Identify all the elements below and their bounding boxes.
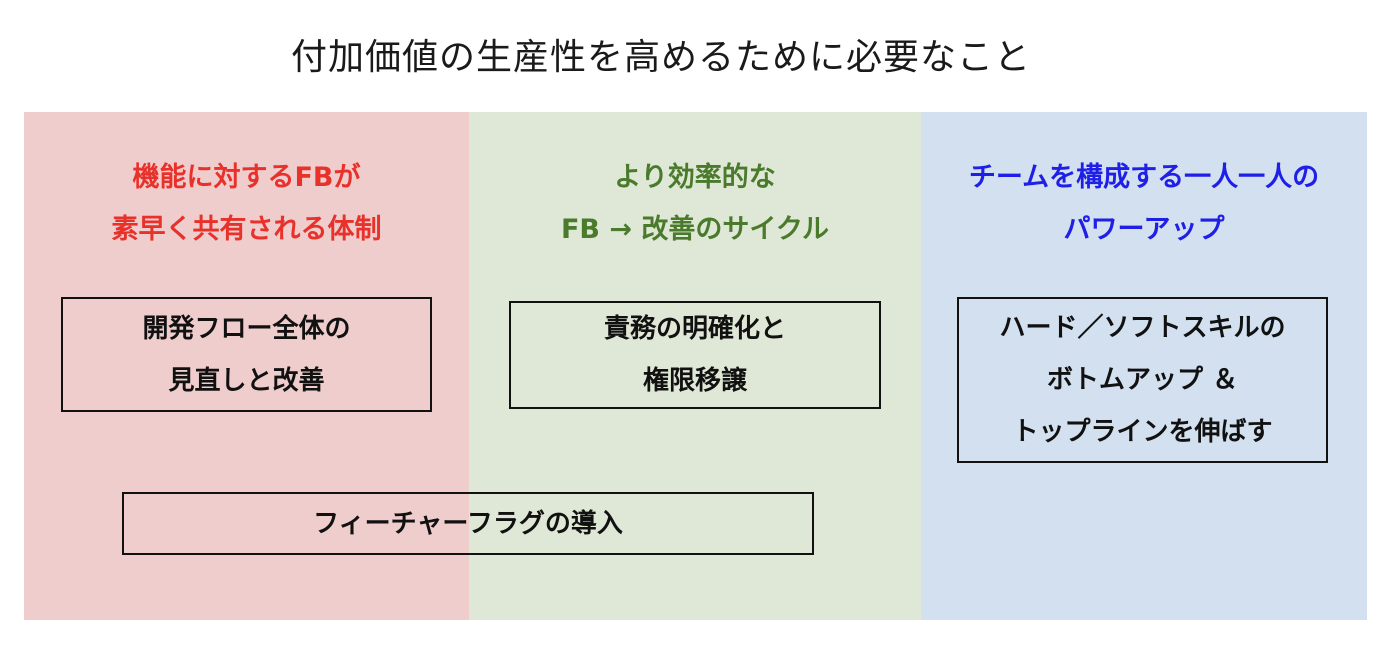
column-heading-improvement-cycle: より効率的な FB → 改善のサイクル <box>469 152 921 256</box>
box-line: 権限移譲 <box>642 366 747 396</box>
box-line: ボトムアップ ＆ <box>1046 365 1239 395</box>
box-line: トップラインを伸ばす <box>1012 417 1273 447</box>
box-responsibility-delegation: 責務の明確化と 権限移譲 <box>509 301 881 409</box>
column-heading-team-powerup: チームを構成する一人一人の パワーアップ <box>921 152 1367 256</box>
column-improvement-cycle: より効率的な FB → 改善のサイクル <box>469 112 921 620</box>
heading-line: FB → 改善のサイクル <box>560 214 830 245</box>
heading-line: 素早く共有される体制 <box>111 214 382 245</box>
box-line: ハード／ソフトスキルの <box>999 313 1286 343</box>
box-skill-growth: ハード／ソフトスキルの ボトムアップ ＆ トップラインを伸ばす <box>957 297 1328 463</box>
heading-line: より効率的な <box>614 162 776 193</box>
box-line: 開発フロー全体の <box>142 313 351 344</box>
box-dev-flow-review: 開発フロー全体の 見直しと改善 <box>61 297 432 412</box>
box-line: 見直しと改善 <box>168 365 325 396</box>
diagram-title: 付加価値の生産性を高めるために必要なこと <box>290 37 1031 78</box>
column-team-powerup: チームを構成する一人一人の パワーアップ <box>921 112 1367 620</box>
column-heading-feedback-sharing: 機能に対するFBが 素早く共有される体制 <box>24 152 469 256</box>
heading-line: パワーアップ <box>1063 214 1225 245</box>
column-feedback-sharing: 機能に対するFBが 素早く共有される体制 <box>24 112 469 620</box>
box-line: フィーチャーフラグの導入 <box>313 508 623 539</box>
heading-line: 機能に対するFBが <box>132 162 361 193</box>
box-line: 責務の明確化と <box>603 314 786 344</box>
heading-line: チームを構成する一人一人の <box>968 162 1320 193</box>
box-feature-flag: フィーチャーフラグの導入 <box>122 492 814 555</box>
